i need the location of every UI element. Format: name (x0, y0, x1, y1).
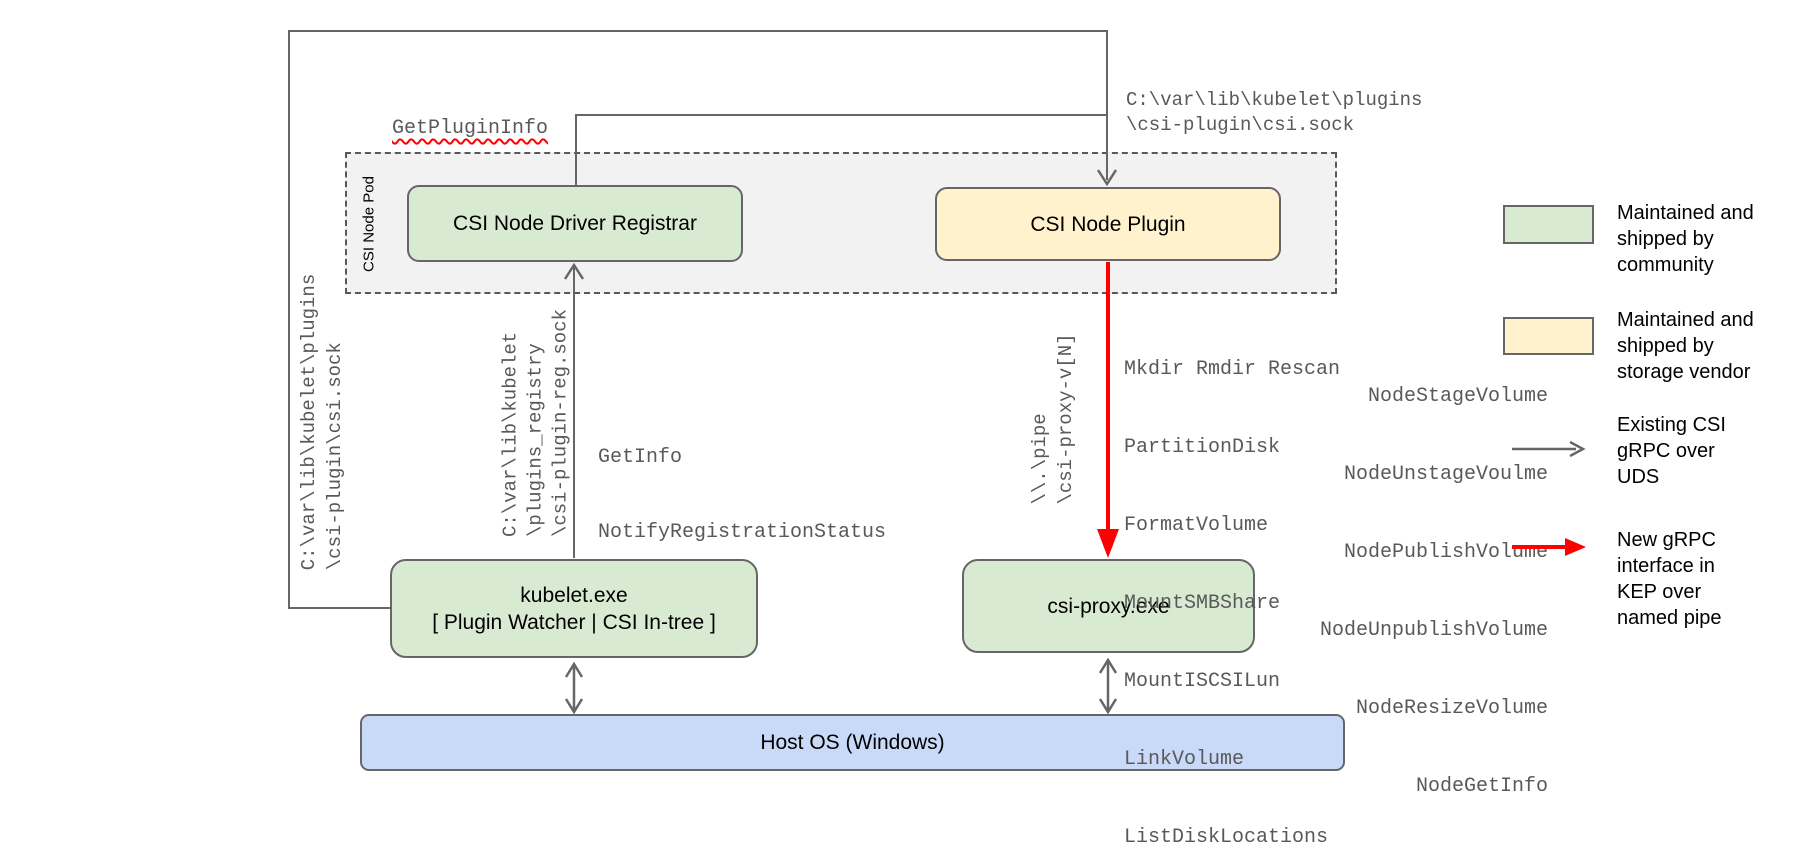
red-arrowhead-icon (1097, 529, 1119, 558)
double-arrow-up-head-icon (1098, 657, 1118, 674)
csi-sock-path-label: C:\var\lib\kubelet\plugins \csi-plugin\c… (1126, 89, 1423, 136)
csi-node-plugin-label: CSI Node Plugin (1030, 212, 1186, 236)
proxy-method-item: Mkdir Rmdir Rescan (1124, 358, 1341, 381)
node-method-item: NodeStageVolume (1367, 385, 1548, 408)
proxy-method-item: FormatVolume (1124, 514, 1269, 537)
node-method-item: NodeUnstageVoulme (1343, 463, 1548, 486)
proxy-method-item: LinkVolume (1124, 748, 1245, 771)
proxy-methods-list: Mkdir Rmdir Rescan PartitionDisk FormatV… (1124, 305, 1340, 842)
csi-node-driver-registrar-box: CSI Node Driver Registrar (407, 185, 743, 262)
csi-sock-path-vertical-label: C:\var\lib\kubelet\plugins \csi-plugin\c… (298, 273, 346, 571)
get-plugin-info-label: GetPluginInfo (392, 117, 549, 140)
legend-existing-grpc-label: Existing CSI gRPC over UDS (1617, 414, 1726, 488)
registration-sock-path-label: C:\var\lib\kubelet \plugins_registry \cs… (499, 308, 572, 538)
legend-vendor-swatch (1503, 317, 1594, 355)
registration-method-item: GetInfo (598, 446, 683, 469)
csi-node-driver-registrar-label: CSI Node Driver Registrar (453, 212, 697, 235)
proxy-method-item: ListDiskLocations (1124, 826, 1329, 842)
node-method-item: NodeUnpublishVolume (1319, 619, 1548, 642)
node-method-item: NodePublishVolume (1343, 541, 1548, 564)
legend-community-swatch (1503, 205, 1594, 244)
legend-community-label: Maintained and shipped by community (1617, 202, 1754, 276)
kubelet-label-line2: [ Plugin Watcher | CSI In-tree ] (432, 610, 716, 634)
csi-node-pod-label: CSI Node Pod (360, 176, 378, 272)
node-methods-list: NodeStageVolume NodeUnstageVoulme NodePu… (1320, 332, 1548, 842)
csi-node-plugin-box: CSI Node Plugin (935, 187, 1281, 261)
proxy-method-item: MountISCSILun (1124, 670, 1281, 693)
double-arrow-down-head-icon (1098, 698, 1118, 715)
legend-red-arrowhead-icon (1565, 538, 1586, 556)
legend-vendor-label: Maintained and shipped by storage vendor (1617, 309, 1754, 383)
registration-method-item: NotifyRegistrationStatus (598, 521, 887, 544)
proxy-method-item: MountSMBShare (1124, 592, 1281, 615)
double-arrow-down-head-icon (564, 698, 584, 715)
node-method-item: NodeGetInfo (1415, 775, 1548, 798)
double-arrow-up-head-icon (564, 661, 584, 678)
node-method-item: NodeResizeVolume (1355, 697, 1548, 720)
host-os-label: Host OS (Windows) (760, 731, 945, 754)
registration-methods-list: GetInfo NotifyRegistrationStatus (598, 395, 886, 595)
proxy-method-item: PartitionDisk (1124, 436, 1281, 459)
legend-new-grpc-label: New gRPC interface in KEP over named pip… (1617, 529, 1722, 629)
legend-gray-arrowhead-icon (1569, 440, 1586, 458)
named-pipe-path-label: \\.\pipe \csi-proxy-v[N] (1029, 333, 1077, 505)
host-os-box: Host OS (Windows) (360, 714, 1345, 771)
